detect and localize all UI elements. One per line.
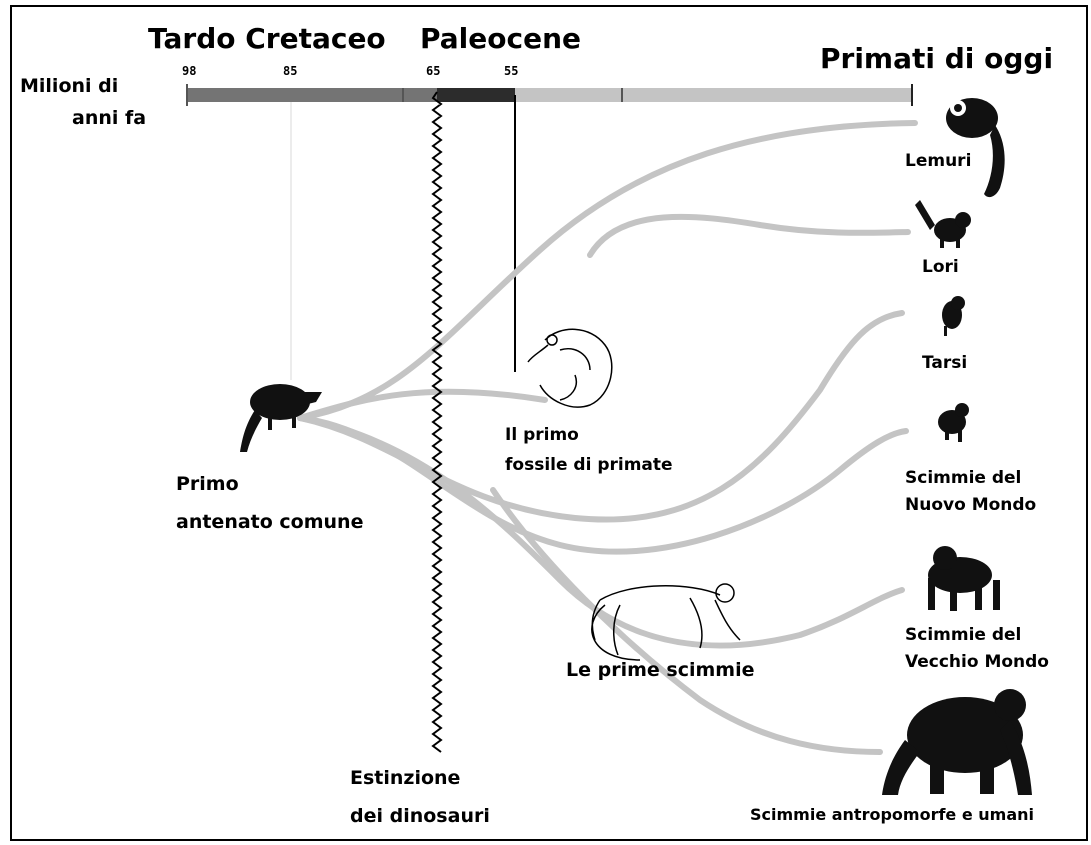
- group-label-new-world-line1: Scimmie del: [905, 465, 1021, 491]
- tarsier-silhouette: [942, 296, 965, 336]
- group-label-new-world-line2: Nuovo Mondo: [905, 492, 1036, 518]
- group-label-lorises: Lori: [922, 254, 959, 280]
- tick-label-65: 65: [426, 64, 440, 78]
- loris-silhouette: [915, 200, 971, 248]
- timeline-segment-later: [515, 88, 912, 102]
- group-label-lemurs: Lemuri: [905, 148, 971, 174]
- branch-first-fossil: [300, 392, 545, 418]
- branch-lorises: [590, 217, 908, 255]
- ape-silhouette: [882, 689, 1032, 795]
- tick-label-55: 55: [504, 64, 518, 78]
- group-label-tarsiers: Tarsi: [922, 350, 967, 376]
- axis-label-line2: anni fa: [72, 104, 146, 132]
- extinction-wavy-line: [433, 92, 441, 752]
- era-late-cretaceous: Tardo Cretaceo: [148, 22, 386, 55]
- tick-label-98: 98: [182, 64, 196, 78]
- old-world-monkey-silhouette: [928, 546, 1000, 611]
- branch-new-world: [300, 418, 906, 552]
- timeline-bar: [187, 84, 912, 106]
- group-label-old-world-line2: Vecchio Mondo: [905, 649, 1049, 675]
- axis-label-line1: Milioni di: [20, 72, 118, 100]
- extinction-label-line1: Estinzione: [350, 764, 460, 792]
- common-ancestor-label-line1: Primo: [176, 470, 239, 498]
- silhouettes: [240, 98, 1032, 795]
- first-fossil-label-line1: Il primo: [505, 422, 579, 448]
- first-monkeys-label: Le prime scimmie: [566, 656, 754, 684]
- first-fossil-label-line2: fossile di primate: [505, 452, 673, 478]
- group-label-apes-humans: Scimmie antropomorfe e umani: [750, 802, 1034, 828]
- timeline-segment-paleocene: [437, 88, 515, 102]
- tick-label-85: 85: [283, 64, 297, 78]
- era-paleocene: Paleocene: [420, 22, 581, 55]
- era-present-primates: Primati di oggi: [820, 42, 1053, 75]
- common-ancestor-label-line2: antenato comune: [176, 508, 363, 536]
- new-world-monkey-silhouette: [938, 403, 969, 442]
- branch-lemurs: [300, 123, 915, 418]
- branch-apes-humans: [493, 490, 880, 752]
- extinction-label-line2: dei dinosauri: [350, 802, 490, 830]
- timeline-segment-cretaceous: [187, 88, 437, 102]
- first-fossil-drawing: [528, 329, 612, 407]
- group-label-old-world-line1: Scimmie del: [905, 622, 1021, 648]
